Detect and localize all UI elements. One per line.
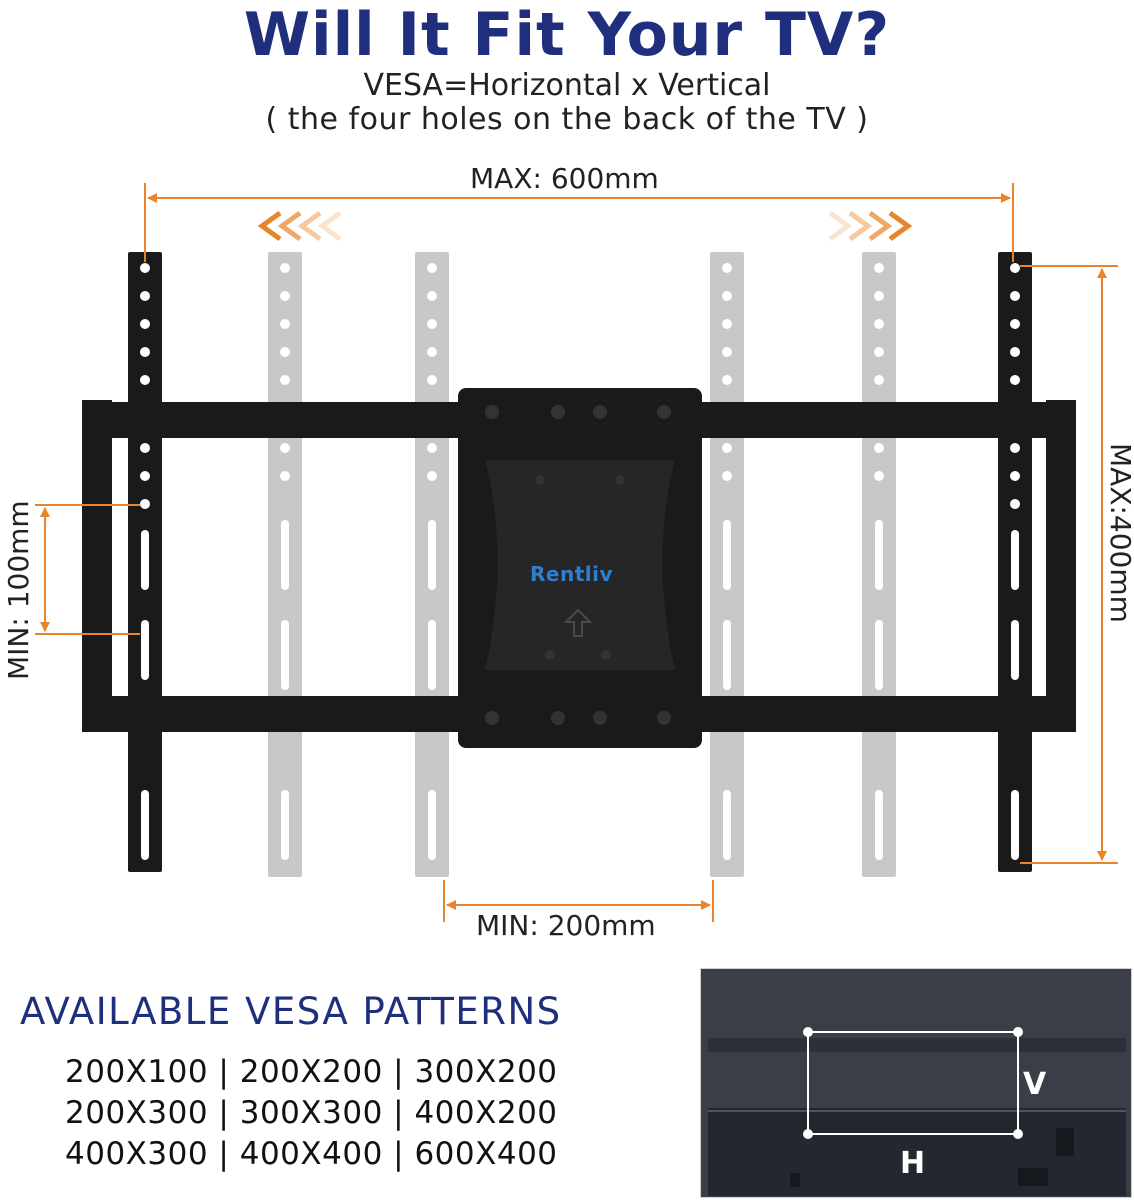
- max-vertical-label: MAX:400mm: [1104, 443, 1134, 623]
- ghost-arm-holes: [280, 263, 884, 860]
- pattern-row: 400X300 | 400X400 | 600X400: [65, 1136, 558, 1172]
- tv-arm-holes: [140, 263, 1020, 860]
- brand-logo: Rentliv: [530, 562, 614, 586]
- tv-horizontal-label: H: [900, 1146, 926, 1181]
- page-title: Will It Fit Your TV?: [243, 0, 891, 70]
- min-vertical-label: MIN: 100mm: [2, 500, 35, 680]
- min-horizontal-label: MIN: 200mm: [476, 909, 656, 942]
- up-arrow-icon: [563, 608, 593, 637]
- tv-back-photo: [700, 968, 1132, 1198]
- left-chevrons-icon: [257, 210, 342, 242]
- vesa-definition: VESA=Horizontal x Vertical: [363, 68, 771, 103]
- pattern-row: 200X300 | 300X300 | 400X200: [65, 1095, 558, 1131]
- patterns-heading: AVAILABLE VESA PATTERNS: [20, 990, 562, 1033]
- mount-diagram: [35, 183, 1118, 922]
- max-horizontal-label: MAX: 600mm: [470, 162, 659, 195]
- tv-vertical-label: V: [1023, 1067, 1047, 1102]
- pattern-row: 200X100 | 200X200 | 300X200: [65, 1054, 558, 1090]
- dimension-lines: [35, 183, 1118, 922]
- right-chevrons-icon: [828, 210, 913, 242]
- center-plate-details: [485, 405, 675, 725]
- vesa-explanation: ( the four holes on the back of the TV ): [265, 102, 869, 137]
